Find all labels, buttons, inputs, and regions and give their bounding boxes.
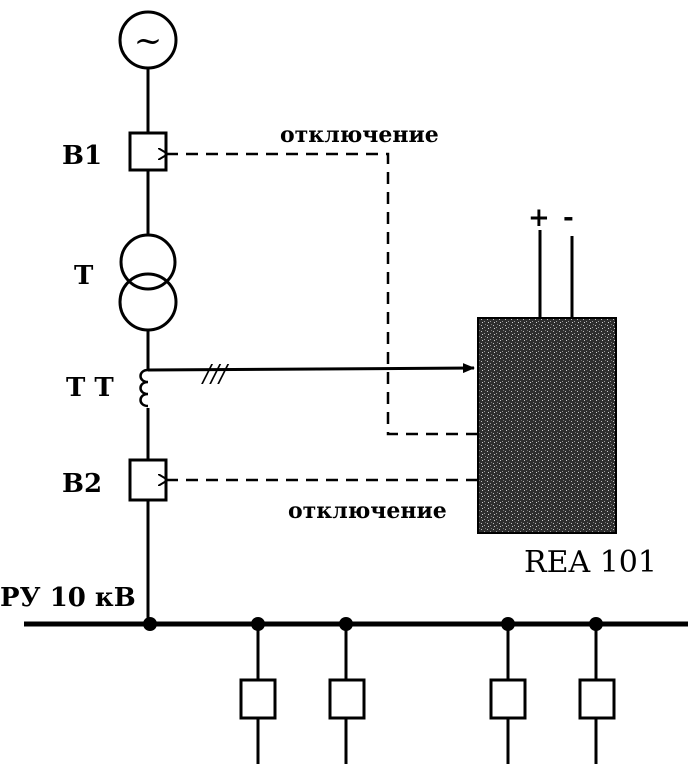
outgoing-feeder-3: [489, 617, 527, 764]
breaker-b1-label: B1: [62, 141, 102, 171]
current-transformer-symbol: [139, 368, 149, 408]
busbar-label: РУ 10 кВ: [0, 583, 136, 613]
outgoing-feeder-1: [239, 617, 277, 764]
measurement-line: [147, 363, 475, 374]
outgoing-feeder-4: [578, 617, 616, 764]
generator-tilde: ~: [134, 21, 163, 61]
three-phase-mark: ///: [201, 360, 230, 388]
breaker-b1-symbol: [128, 131, 168, 172]
trip-line-b1: [168, 154, 478, 436]
relay-rea101-block: [477, 317, 617, 534]
busbar-node: [143, 617, 157, 631]
trip-signal-top-label: отключение: [280, 122, 439, 148]
outgoing-feeder-2: [328, 617, 366, 764]
transformer-label: T: [74, 261, 94, 291]
breaker-b2-symbol: [128, 458, 168, 502]
relay-model-label: REA 101: [524, 545, 657, 580]
generator-symbol: ~: [118, 10, 178, 70]
transformer-symbol: [118, 233, 178, 332]
supply-minus-sign: -: [563, 203, 574, 233]
breaker-b2-label: B2: [62, 469, 102, 499]
trip-signal-bottom-label: отключение: [288, 498, 447, 524]
supply-leads: [538, 230, 574, 318]
supply-plus-sign: +: [528, 203, 550, 233]
current-transformer-label: T T: [66, 373, 114, 403]
